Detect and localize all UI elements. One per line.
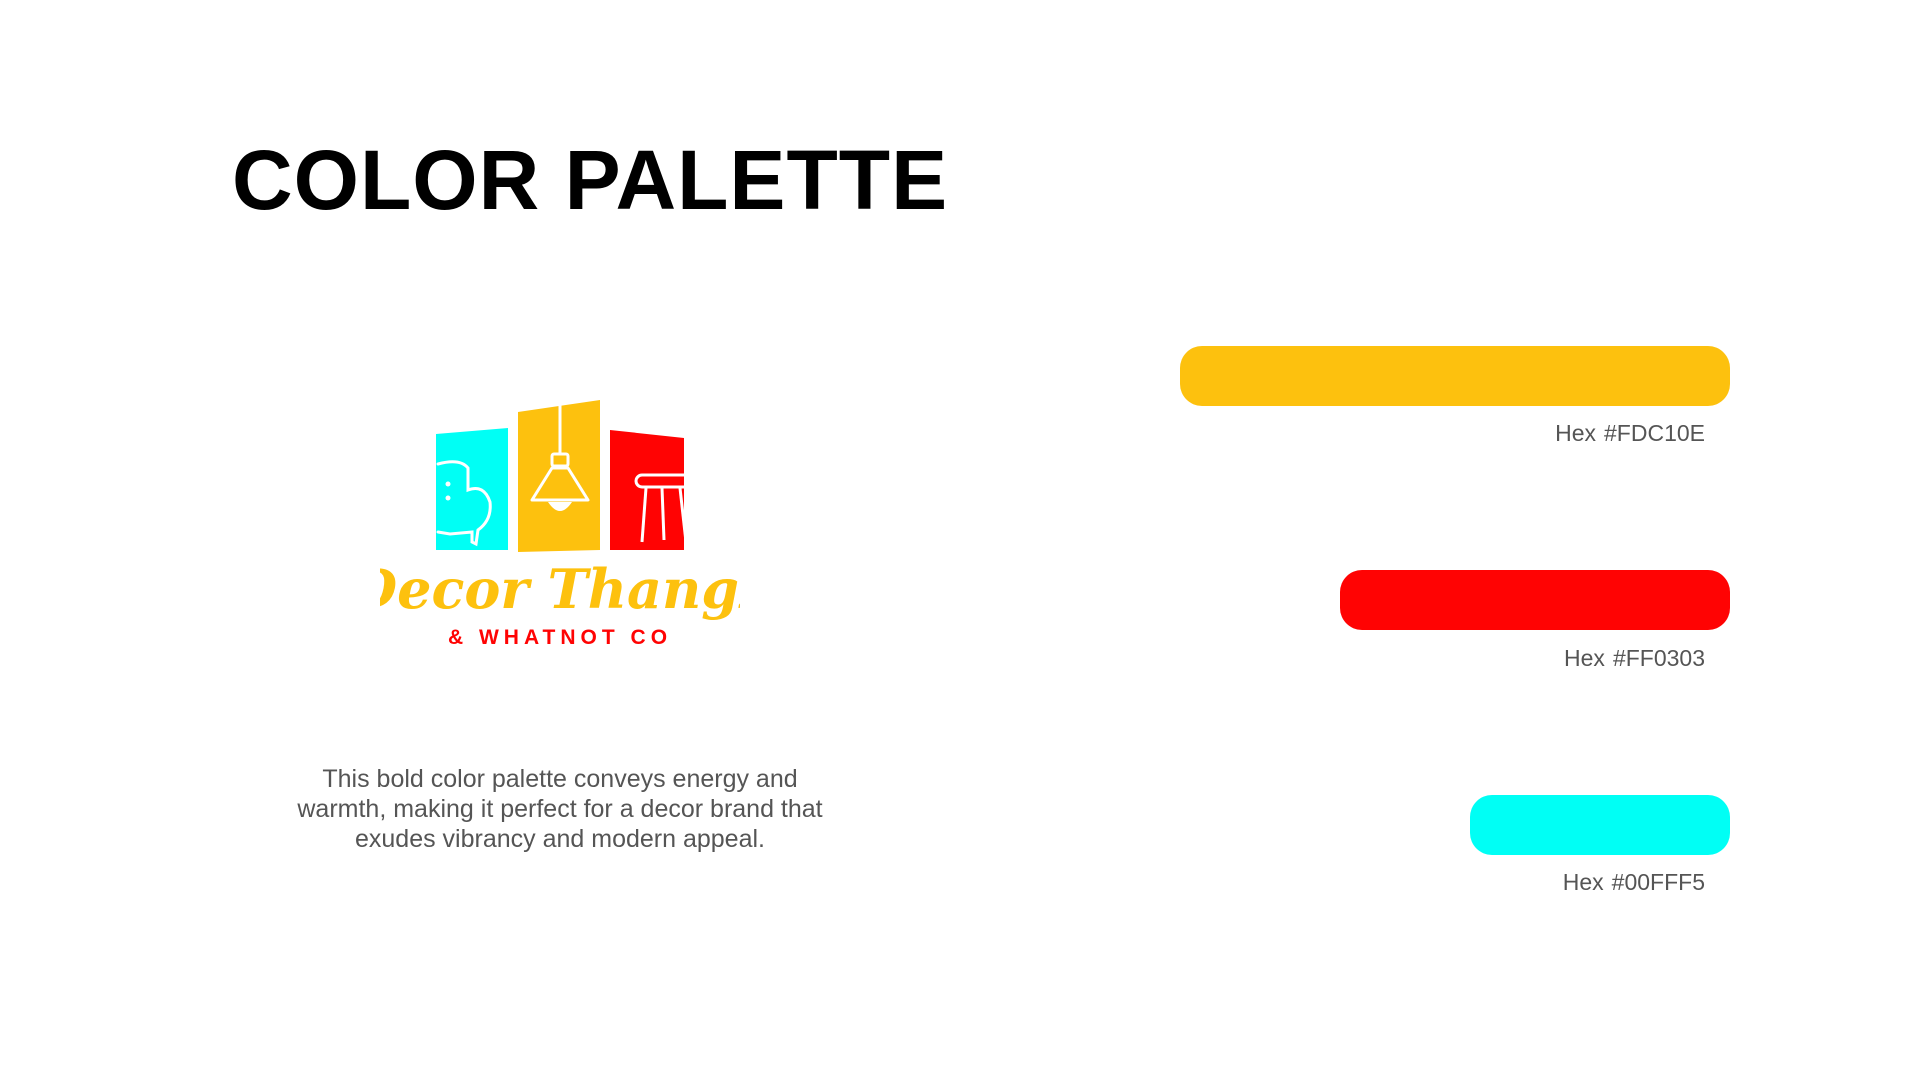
brand-logo: Decor Thangz & WHATNOT CO <box>348 392 771 662</box>
swatch-bar-cyan <box>1470 795 1730 855</box>
hex-label-red: Hex#FF0303 <box>1564 645 1705 671</box>
logo-lettering: Decor Thangz <box>380 557 740 621</box>
palette-description: This bold color palette conveys energy a… <box>297 765 823 853</box>
side-table-icon <box>610 430 698 550</box>
logo-sub-lettering: & WHATNOT CO <box>448 626 672 649</box>
pendant-lamp-icon <box>518 400 600 552</box>
swatch-bar-yellow <box>1180 346 1730 406</box>
swatch-bar-red <box>1340 570 1730 630</box>
armchair-icon <box>436 428 508 550</box>
hex-label-yellow: Hex#FDC10E <box>1555 420 1705 446</box>
yellow-panel <box>518 400 600 552</box>
hex-label-cyan: Hex#00FFF5 <box>1562 869 1705 895</box>
page-title: COLOR PALETTE <box>232 133 949 227</box>
